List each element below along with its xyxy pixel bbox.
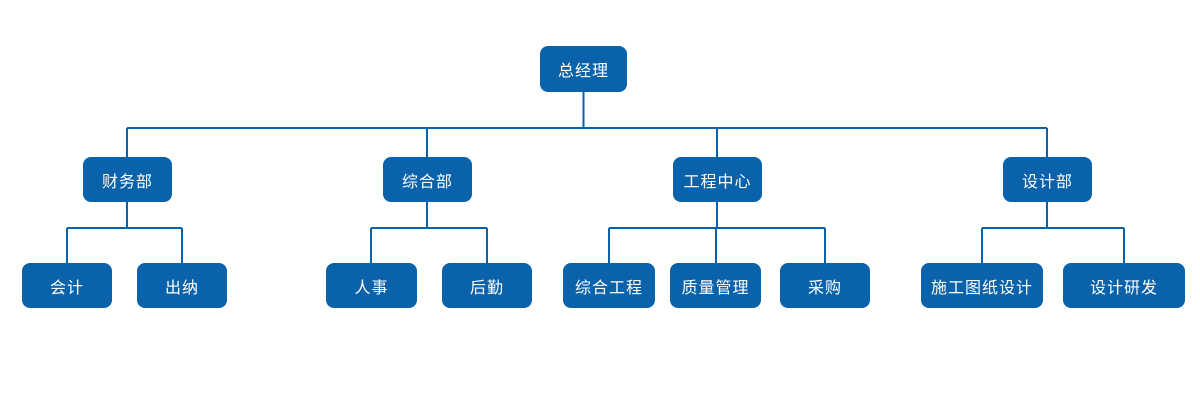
org-node-engineering-center: 工程中心 [673,157,762,202]
org-node-construction-drawing-design: 施工图纸设计 [921,263,1043,308]
org-node-design-dept: 设计部 [1003,157,1092,202]
org-node-general-manager: 总经理 [540,46,627,92]
org-node-design-rnd: 设计研发 [1063,263,1185,308]
org-node-cashier: 出纳 [137,263,227,308]
org-node-logistics: 后勤 [442,263,532,308]
org-node-quality-management: 质量管理 [670,263,761,308]
org-node-general-affairs-dept: 综合部 [383,157,472,202]
org-node-hr: 人事 [326,263,417,308]
org-node-procurement: 采购 [780,263,870,308]
org-node-accounting: 会计 [22,263,112,308]
org-node-finance-dept: 财务部 [83,157,172,202]
org-node-general-engineering: 综合工程 [563,263,655,308]
